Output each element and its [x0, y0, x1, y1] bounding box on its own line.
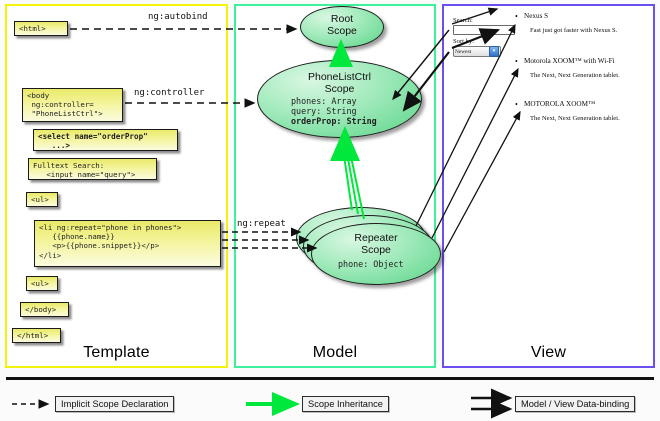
code-box-ul-close: <ul>	[26, 276, 58, 291]
sort-by-label: Sort by:	[453, 38, 475, 45]
legend-glyph-databinding	[471, 388, 513, 419]
code-box-select: <select name="orderProp" ...>	[33, 129, 178, 151]
phone-name: MOTOROLA XOOM™	[524, 100, 596, 108]
scope-root-title-line1: Root	[330, 13, 354, 25]
scope-root-title-line2: Scope	[327, 25, 357, 37]
panel-template-label: Template	[83, 344, 150, 361]
code-box-ul-open: <ul>	[26, 192, 58, 207]
code-box-fulltext-search: Fulltext Search: <input name="query">	[28, 158, 157, 180]
scope-phonelistctrl: PhoneListCtrl Scope phones: Array query:…	[257, 60, 422, 138]
phone-list-item: • MOTOROLA XOOM™ The Next, Next Generati…	[515, 100, 654, 123]
edge-label-autobind: ng:autobind	[148, 12, 208, 22]
phone-list-item: • Motorola XOOM™ with Wi-Fi The Next, Ne…	[515, 57, 654, 80]
legend-implicit-scope-declaration: Implicit Scope Declaration	[55, 396, 175, 412]
bullet-icon: •	[515, 12, 518, 21]
scope-phonelistctrl-title-line2: Scope	[324, 83, 355, 95]
edge-label-repeat: ng:repeat	[237, 219, 286, 229]
scope-repeater: Repeater Scope phone: Object	[311, 223, 441, 285]
phone-name: Nexus S	[524, 12, 549, 20]
bullet-icon: •	[515, 100, 518, 109]
code-box-body-close: </body>	[20, 302, 69, 317]
code-box-li-repeat: <li ng:repeat="phone in phones"> {{phone…	[34, 220, 221, 267]
edge-label-controller: ng:controller	[134, 88, 205, 98]
scope-root: Root Scope	[300, 6, 384, 48]
panel-model-label: Model	[312, 344, 358, 361]
code-box-body-open: <body ng:controller= "PhoneListCtrl">	[22, 88, 123, 122]
legend-model-view-data-binding: Model / View Data-binding	[515, 396, 636, 412]
code-box-html-close: </html>	[12, 328, 61, 343]
phone-list-item: • Nexus S Fast just got faster with Nexu…	[515, 12, 654, 35]
search-label: Search:	[453, 17, 473, 24]
chevron-updown-icon: ▾	[489, 46, 499, 57]
phone-name: Motorola XOOM™ with Wi-Fi	[524, 57, 615, 65]
legend-scope-inheritance: Scope Inheritance	[302, 396, 389, 412]
search-input[interactable]	[453, 25, 515, 35]
phone-snippet: The Next, Next Generation tablet.	[530, 72, 620, 79]
code-box-html-open: <html>	[14, 21, 68, 36]
scope-repeater-title-line2: Scope	[361, 244, 391, 256]
phone-snippet: The Next, Next Generation tablet.	[530, 115, 620, 122]
sort-by-selected-value: Newest	[455, 48, 472, 55]
scope-phonelistctrl-title-line1: PhoneListCtrl	[307, 71, 372, 83]
panel-model: Model	[234, 4, 436, 368]
scope-repeater-title-line1: Repeater	[354, 232, 398, 244]
scope-prop-query: query: String	[291, 105, 357, 116]
scope-prop-phone: phone: Object	[338, 259, 404, 269]
legend-divider	[6, 377, 654, 380]
scope-prop-orderprop: orderProp: String	[291, 115, 377, 126]
bullet-icon: •	[515, 57, 518, 66]
sort-by-select[interactable]: Newest ▾	[453, 46, 501, 57]
panel-view-label: View	[530, 344, 567, 361]
scope-prop-phones: phones: Array	[291, 96, 357, 106]
phone-snippet: Fast just got faster with Nexus S.	[530, 27, 618, 34]
